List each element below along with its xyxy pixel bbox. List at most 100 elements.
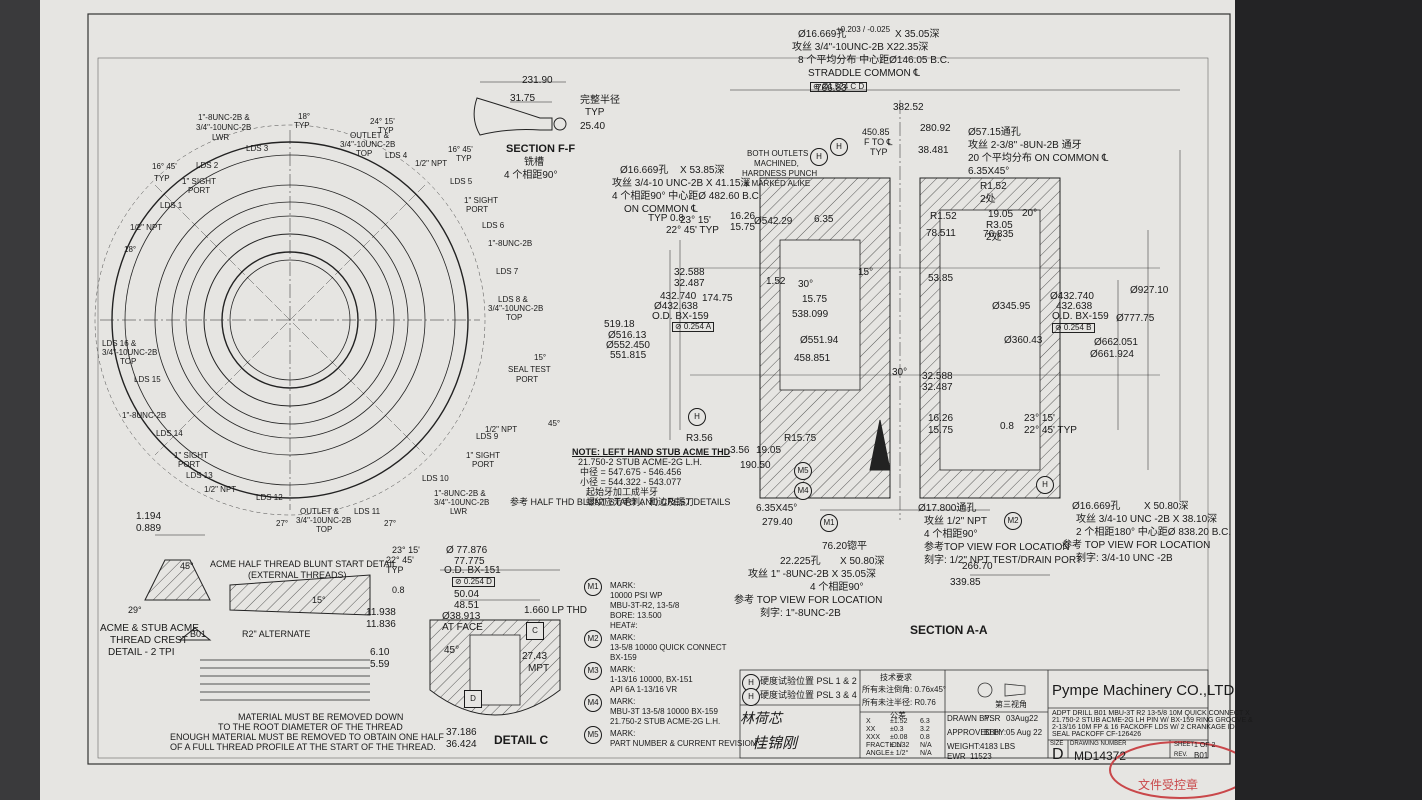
desk-surface-left — [0, 0, 40, 800]
tv-outlet3-bottom: TOP — [316, 525, 333, 534]
aa-straddle: STRADDLE COMMON ℄ — [808, 68, 920, 79]
tv-lds14: LDS 14 — [156, 429, 183, 438]
aa-typ08: TYP 0.8 — [648, 213, 684, 224]
aa-d77775: Ø777.75 — [1116, 313, 1155, 324]
aa-d432638l: Ø432.638 — [654, 301, 698, 312]
ff-note-typ: TYP — [585, 107, 605, 118]
aa-d55194: Ø551.94 — [800, 335, 839, 346]
drawing-linework — [87, 13, 1235, 799]
aa-d17475: 174.75 — [702, 293, 733, 304]
aa-thread-2: 攻丝 3/4-10 UNC-2B X 41.15深 — [612, 178, 751, 189]
aa-left-note2: 中径 = 547.675 - 546.456 — [580, 467, 682, 477]
aa-odbx159r: O.D. BX-159 — [1052, 311, 1109, 322]
aa-dim-450c: TYP — [870, 147, 888, 157]
aa-outlets-note2: MACHINED, — [754, 159, 799, 168]
m4-c: 21.750-2 STUB ACME-2G L.H. — [610, 717, 721, 726]
tv-outlet3: TOP — [356, 149, 373, 158]
aa-mark-3: 刻字: 3/4-10 UNC -2B — [1076, 553, 1173, 564]
m4-b: MBU-3T 13-5/8 10000 BX-159 — [610, 707, 718, 716]
tv-ang2415b: TYP — [378, 126, 394, 135]
tb-size: D — [1052, 746, 1064, 763]
marker-m5-legend: M5 — [584, 726, 602, 744]
aa-d16669-3-depth: X 50.80深 — [1144, 501, 1189, 512]
m2-b: 13-5/8 10000 QUICK CONNECT — [610, 643, 727, 652]
aa-npt-note4: 刻字: 1/2" NPT TEST/DRAIN PORT — [924, 555, 1083, 566]
tv-lds15: LDS 15 — [134, 375, 161, 384]
tb-desc4: SEAL PACKOFF CF-126426 — [1052, 731, 1142, 738]
tb-rev: B01 — [1194, 751, 1209, 760]
aa-d927: Ø927.10 — [1130, 285, 1169, 296]
aa-r1575: R15.75 — [784, 433, 817, 444]
tol-cell: ANGLE — [866, 750, 890, 757]
tv-npt-right: 1/2" NPT — [485, 425, 518, 434]
aa-d08r: 0.8 — [1000, 421, 1014, 432]
aa-d33985: 339.85 — [950, 577, 981, 588]
tv-ang1645-right: 16° 45' — [448, 145, 473, 154]
tv-lds8: LDS 8 & — [498, 295, 528, 304]
tb-drawn-date: 03Aug22 — [1006, 714, 1039, 723]
tv-lds3: LDS 3 — [246, 144, 269, 153]
tv-outlet-bottom: OUTLET & — [300, 507, 339, 516]
aa-bc-2b: ON COMMON ℄ — [624, 204, 698, 215]
tol-cell: XXX — [866, 734, 881, 741]
tol-cell: X — [866, 718, 871, 725]
acme-r2: R2" ALTERNATE — [242, 629, 311, 639]
tb-drawn-by: DRAWN BY: — [947, 714, 992, 723]
ff-dim-b: 25.40 — [580, 121, 606, 132]
tv-sight1-right: 1" SIGHT — [464, 196, 498, 205]
dc-d5004: 50.04 — [454, 589, 480, 600]
aa-d32588r: 32.588 — [922, 371, 953, 382]
aa-d32487l: 32.487 — [674, 278, 705, 289]
tv-unc1: 1"-8UNC-2B & — [198, 113, 250, 122]
dc-a2245: 22° 45' — [386, 555, 414, 565]
aa-d1905: 19.05 — [988, 209, 1014, 220]
dc-typ: TYP — [386, 565, 404, 575]
acme-d0889: 0.889 — [136, 523, 162, 534]
aa-d152: 1.52 — [766, 276, 786, 287]
aa-d16669-2: Ø16.669孔 — [620, 165, 669, 176]
aa-mark-4: 刻字: 1"-8UNC-2B — [760, 608, 841, 619]
tol-cell: FRACTION — [866, 742, 902, 749]
tb-stamp: 文件受控章 — [1138, 778, 1199, 792]
tv-ang1645-left: 16° 45' — [152, 162, 177, 171]
aa-npt-note: 攻丝 1/2" NPT — [924, 516, 988, 527]
m1-c: MBU-3T-R2, 13-5/8 — [610, 601, 680, 610]
aa-d1626l: 16.26 — [730, 211, 756, 222]
tv-sight-bottom-b: PORT — [472, 460, 495, 469]
tv-ang2415: 24° 15' — [370, 117, 395, 126]
marker-h-legend2: H — [742, 688, 760, 706]
acme-a15: 15° — [312, 595, 326, 605]
dc-a45: 45° — [444, 645, 460, 656]
tv-sight1-left: 1" SIGHT — [182, 177, 216, 186]
tb-desc2: 21.750-2 STUB ACME-2G LH PIN W/ BX-159 R… — [1052, 717, 1253, 724]
aa-d1575l: 15.75 — [730, 222, 756, 233]
aa-a30r: 30° — [892, 367, 908, 378]
tv-lds16: LDS 16 & — [102, 339, 137, 348]
m1-d: BORE: 13.500 — [610, 611, 662, 620]
tol-cell: 6.3 — [920, 718, 930, 725]
aa-left-note6: 参考 HALF THD BLUNT START AND CREST DETAIL… — [510, 497, 731, 507]
aa-d22225: 22.225孔 — [780, 556, 821, 567]
tb-sheet-label: SHEET — [1174, 742, 1195, 748]
tv-unc1b-bottom: 3/4"-10UNC-2B — [434, 498, 490, 507]
acme-note3: ENOUGH MATERIAL MUST BE REMOVED TO OBTAI… — [170, 732, 444, 742]
tb-third-angle: 第三视角 — [995, 700, 1027, 709]
aa-tolbox-l: ⊘ 0.254 A — [672, 322, 715, 332]
tv-lds13: LDS 13 — [186, 471, 213, 480]
marker-d: D — [464, 690, 482, 708]
tv-lds12: LDS 12 — [256, 493, 283, 502]
aa-bc-4: 4 个相距90° — [810, 582, 864, 593]
aa-a30: 30° — [798, 279, 814, 290]
tol-cell: ±0.08 — [890, 734, 908, 741]
m3-b: 1-13/16 10000, BX-151 — [610, 675, 693, 684]
ff-dim-a: 31.75 — [510, 93, 536, 104]
aa-d36043: Ø360.43 — [1004, 335, 1043, 346]
aa-d27940: 279.40 — [762, 517, 793, 528]
dc-thd: 1.660 LP THD — [524, 605, 588, 616]
tb-approved-date: 05 Aug 22 — [1006, 728, 1043, 737]
tb-desc1: ADPT DRILL B01 MBU-3T R2 13-5/8 10M QUIC… — [1052, 710, 1250, 717]
marker-m2: M2 — [584, 630, 602, 648]
aa-dim-450: 450.85 — [862, 127, 890, 137]
tb-approved-by: APPROVED BY: — [947, 728, 1007, 737]
dc-a2315: 23° 15' — [392, 545, 420, 555]
